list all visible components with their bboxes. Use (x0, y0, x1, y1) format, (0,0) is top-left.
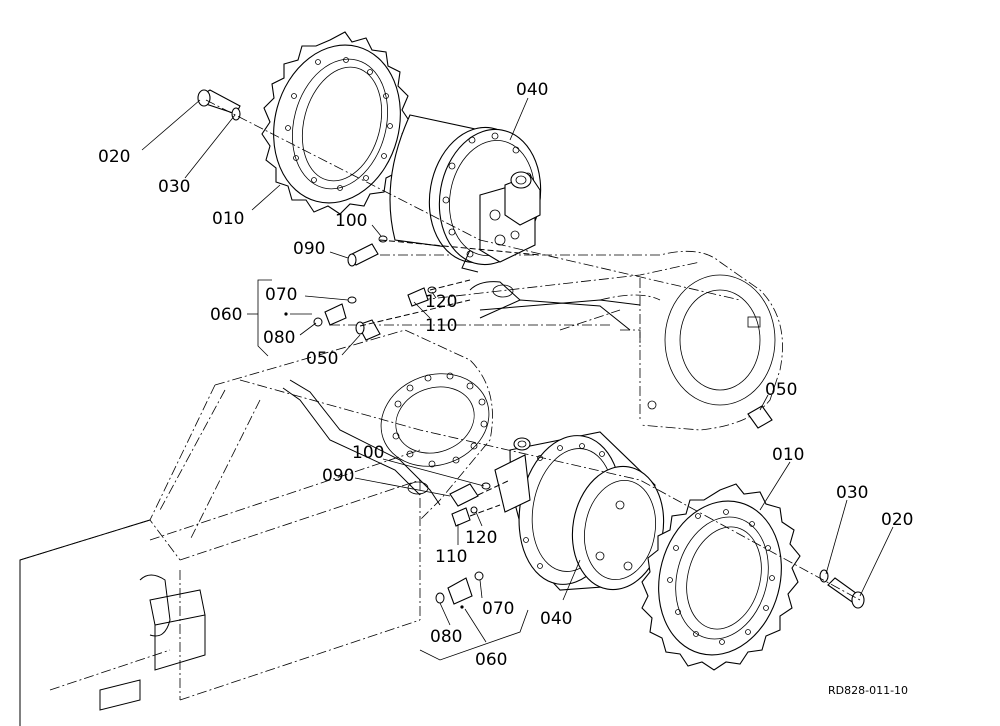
label-120-top: 120 (425, 292, 457, 312)
label-040-bottom: 040 (540, 609, 572, 629)
label-040-top: 040 (516, 80, 548, 100)
label-080-bottom: 080 (430, 627, 462, 647)
label-020-right: 020 (881, 510, 913, 530)
label-090-top: 090 (293, 239, 325, 259)
label-120-mid: 120 (465, 528, 497, 548)
label-070-bottom: 070 (482, 599, 514, 619)
alignment-lines (205, 99, 861, 601)
track-frame (19, 250, 783, 726)
label-010-right: 010 (772, 445, 804, 465)
diagram-reference-code: RD828-011-10 (828, 684, 908, 697)
label-080-top: 080 (263, 328, 295, 348)
travel-motor-bottom (494, 431, 665, 591)
label-090-mid: 090 (322, 466, 354, 486)
leader-lines (141, 97, 894, 661)
label-050-right: 050 (765, 380, 797, 400)
label-060-top: 060 (210, 305, 242, 325)
small-parts (197, 89, 865, 609)
label-060-bottom: 060 (475, 650, 507, 670)
travel-motor-top (389, 114, 542, 273)
label-010-top: 010 (212, 209, 244, 229)
part-labels: 020 030 010 040 100 090 070 060 080 120 … (98, 80, 913, 697)
label-100-top: 100 (335, 211, 367, 231)
label-070-top: 070 (265, 285, 297, 305)
label-110-mid: 110 (435, 547, 467, 567)
label-030-top: 030 (158, 177, 190, 197)
label-050-top: 050 (306, 349, 338, 369)
label-100-mid: 100 (352, 443, 384, 463)
label-110-top: 110 (425, 316, 457, 336)
label-020-top: 020 (98, 147, 130, 167)
sprocket-bottom (641, 483, 801, 671)
sprocket-top (261, 31, 411, 215)
label-030-right: 030 (836, 483, 868, 503)
